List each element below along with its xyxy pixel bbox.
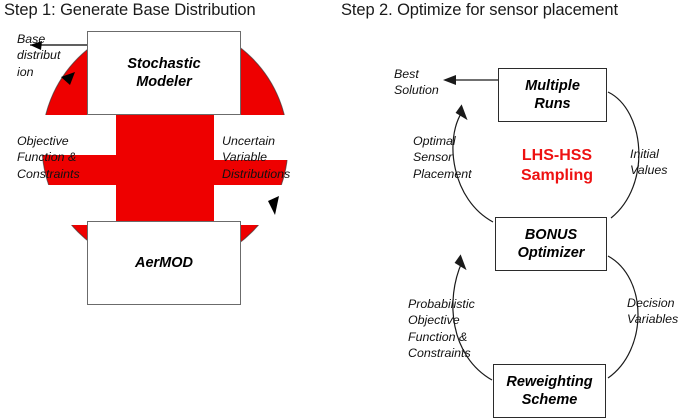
box-bonus-optimizer-line1: BONUS — [524, 226, 578, 243]
best-solution-arrowhead — [443, 75, 456, 85]
box-multiple-runs-line1: Multiple — [525, 77, 580, 94]
label-lhs-hss-sampling: LHS-HSS Sampling — [520, 147, 593, 184]
box-aermod[interactable]: AerMOD — [87, 221, 241, 305]
label-objective-function-constraints: Objective Function & Constraints — [17, 134, 80, 181]
box-bonus-optimizer-line2: Optimizer — [517, 245, 585, 261]
box-stochastic-modeler-line1: Stochastic — [127, 55, 201, 72]
box-reweighting-scheme-line2: Scheme — [521, 392, 578, 408]
step2-title: Step 2. Optimize for sensor placement — [341, 1, 618, 19]
arrowhead-into-bonus-optimizer — [454, 254, 467, 271]
box-aermod-line1: AerMOD — [134, 254, 193, 271]
box-stochastic-modeler-line2: Modeler — [136, 74, 192, 90]
step1-arrowhead-right — [268, 196, 279, 215]
label-initial-values: Initial Values — [630, 147, 668, 178]
box-reweighting-scheme-line1: Reweighting — [506, 373, 593, 390]
box-bonus-optimizer[interactable]: BONUS Optimizer — [495, 217, 607, 271]
label-uncertain-variable-distributions: Uncertain Variable Distributions — [222, 134, 291, 181]
label-optimal-sensor-placement: Optimal Sensor Placement — [413, 134, 472, 181]
label-best-solution: Best Solution — [394, 67, 439, 98]
step1-title: Step 1: Generate Base Distribution — [4, 1, 256, 19]
box-multiple-runs-line2: Runs — [534, 96, 571, 112]
arrowhead-into-multiple-runs — [455, 104, 468, 121]
step1-arrowhead-left — [61, 72, 75, 85]
box-multiple-runs[interactable]: Multiple Runs — [498, 68, 607, 122]
box-reweighting-scheme[interactable]: Reweighting Scheme — [493, 364, 606, 418]
label-decision-variables: Decision Variables — [627, 296, 679, 327]
box-stochastic-modeler[interactable]: Stochastic Modeler — [87, 31, 241, 115]
label-base-distribution: Base distribut ion — [17, 32, 61, 79]
label-probabilistic-objective-function-constraints: Probabilistic Objective Function & Const… — [408, 297, 475, 361]
